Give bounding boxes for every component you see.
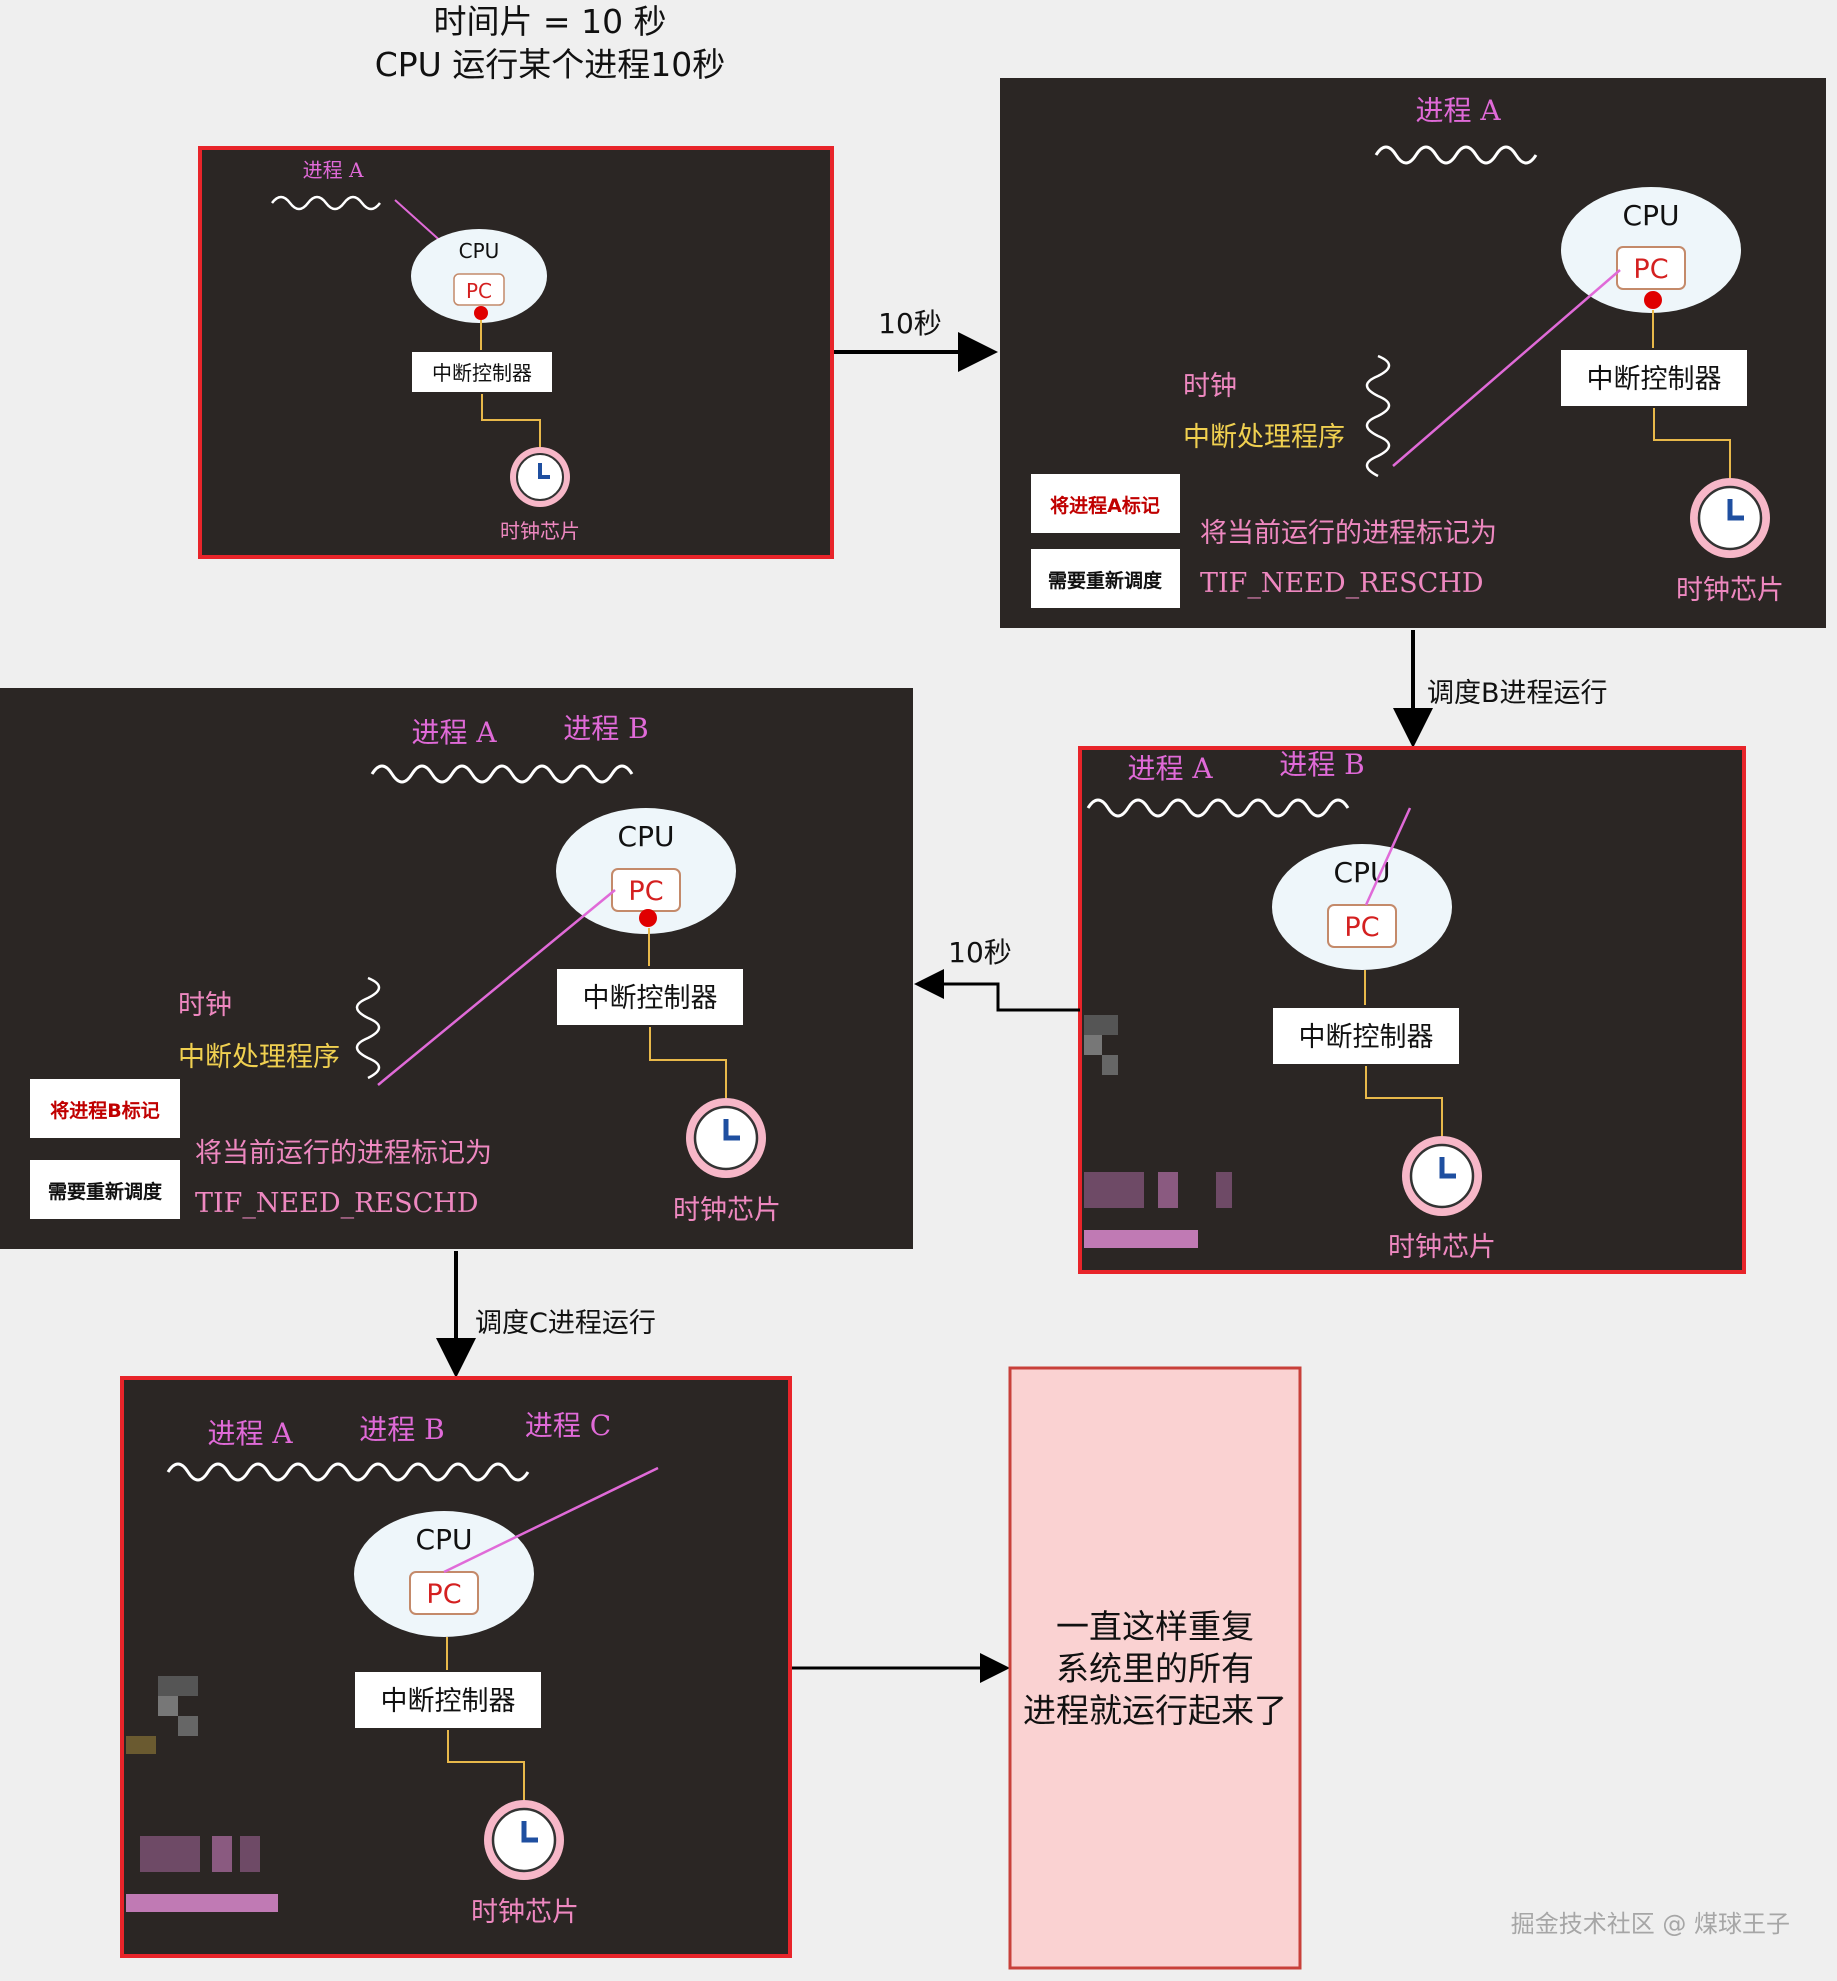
tag-need-resched-label: 需要重新调度 bbox=[1048, 569, 1163, 592]
arrow-10s-2: 10秒 bbox=[914, 936, 1080, 1012]
tag-need-resched bbox=[30, 1160, 180, 1219]
process-a-label: 进程 A bbox=[411, 716, 497, 749]
clock-icon bbox=[484, 1800, 564, 1880]
wire bbox=[447, 1730, 525, 1800]
pc-dot bbox=[1644, 291, 1662, 309]
watermark: 掘金技术社区 @ 煤球王子 bbox=[1511, 1910, 1790, 1938]
clock-chip-label: 时钟芯片 bbox=[1388, 1232, 1496, 1263]
process-b-label: 进程 B bbox=[359, 1413, 444, 1446]
pc-label: PC bbox=[426, 1579, 461, 1610]
desc-line2: TIF_NEED_RESCHD bbox=[1200, 568, 1484, 599]
irq-controller-label: 中断控制器 bbox=[381, 1686, 516, 1717]
panel-5: 进程 A 进程 B 进程 C CPU PC 中断控制器 时钟芯片 bbox=[120, 1376, 792, 1958]
wire bbox=[1365, 1066, 1443, 1136]
irq-controller-box bbox=[557, 969, 743, 1025]
title-line-2: CPU 运行某个进程10秒 bbox=[375, 45, 726, 84]
irq-controller-label: 中断控制器 bbox=[432, 361, 532, 385]
pc-label: PC bbox=[466, 279, 492, 303]
irq-controller-label: 中断控制器 bbox=[583, 983, 718, 1014]
handler-label-line2: 中断处理程序 bbox=[1183, 422, 1345, 453]
cpu-label: CPU bbox=[618, 820, 675, 853]
pc-pointer-line bbox=[1364, 807, 1412, 906]
arrow-label-schedule-c: 调度C进程运行 bbox=[475, 1308, 656, 1339]
desc-line1: 将当前运行的进程标记为 bbox=[1200, 518, 1497, 549]
tag-mark-b bbox=[30, 1079, 180, 1138]
handler-label-line1: 时钟 bbox=[1183, 371, 1237, 402]
process-wave bbox=[370, 764, 634, 784]
pc-dot bbox=[474, 306, 488, 320]
pc-label: PC bbox=[1633, 254, 1668, 285]
process-b-label: 进程 B bbox=[1279, 748, 1364, 781]
conclusion-line1: 一直这样重复 bbox=[1056, 1607, 1254, 1646]
conclusion-line3: 进程就运行起来了 bbox=[1023, 1691, 1287, 1730]
clock-chip-label: 时钟芯片 bbox=[673, 1195, 781, 1226]
conclusion-box: 一直这样重复 系统里的所有 进程就运行起来了 bbox=[1008, 1366, 1302, 1970]
tag-mark-a bbox=[1031, 474, 1180, 533]
arrow-schedule-c: 调度C进程运行 bbox=[436, 1251, 656, 1378]
clock-icon bbox=[1690, 478, 1770, 558]
interrupt-wave bbox=[355, 976, 381, 1080]
irq-controller-label: 中断控制器 bbox=[1299, 1022, 1434, 1053]
pc-pointer-line bbox=[1392, 269, 1621, 467]
irq-controller-box bbox=[355, 1672, 541, 1728]
wire bbox=[1653, 408, 1731, 478]
process-wave bbox=[1086, 798, 1350, 818]
handler-label-line1: 时钟 bbox=[178, 990, 232, 1021]
wire bbox=[481, 394, 541, 448]
wire bbox=[649, 1027, 727, 1098]
pc-label: PC bbox=[628, 876, 663, 907]
pc-box bbox=[453, 273, 505, 306]
process-a-wave bbox=[271, 195, 381, 211]
process-a-label: 进程 A bbox=[303, 158, 364, 182]
clock-icon bbox=[686, 1098, 766, 1178]
title-line-1: 时间片 = 10 秒 bbox=[433, 2, 666, 41]
pc-label: PC bbox=[1344, 912, 1379, 943]
pc-box bbox=[1616, 246, 1686, 290]
arrow-label-schedule-b: 调度B进程运行 bbox=[1427, 678, 1608, 709]
cpu-label: CPU bbox=[1623, 199, 1680, 232]
clock-icon bbox=[1402, 1136, 1482, 1216]
irq-controller-box bbox=[1273, 1008, 1459, 1064]
clock-chip-label: 时钟芯片 bbox=[471, 1897, 579, 1928]
process-wave bbox=[166, 1462, 530, 1482]
cpu-label: CPU bbox=[459, 239, 500, 263]
process-a-label: 进程 A bbox=[1415, 94, 1501, 127]
pc-pointer-line bbox=[443, 1466, 659, 1574]
panel-4: 进程 A 进程 B CPU PC 中断控制器 时钟芯片 时钟 中断处理程序 将进… bbox=[0, 688, 913, 1249]
process-a-wave bbox=[1374, 145, 1538, 165]
arrow-label-10s-1: 10秒 bbox=[878, 307, 942, 340]
process-c-label: 进程 C bbox=[525, 1409, 611, 1442]
tag-mark-a-label: 将进程A标记 bbox=[1050, 494, 1160, 517]
tag-need-resched-label: 需要重新调度 bbox=[48, 1180, 163, 1203]
panel-1: 进程 A CPU PC 中断控制器 时钟芯片 bbox=[198, 146, 834, 559]
clock-chip-label: 时钟芯片 bbox=[1676, 575, 1784, 606]
desc-line2: TIF_NEED_RESCHD bbox=[195, 1188, 479, 1219]
tag-need-resched bbox=[1031, 549, 1180, 608]
cpu-label: CPU bbox=[416, 1523, 473, 1556]
conclusion-line2: 系统里的所有 bbox=[1056, 1649, 1254, 1688]
pixelated-artifact bbox=[1084, 1015, 1232, 1248]
irq-controller-label: 中断控制器 bbox=[1587, 364, 1722, 395]
pc-pointer-line bbox=[377, 889, 616, 1086]
tag-mark-b-label: 将进程B标记 bbox=[50, 1099, 159, 1122]
handler-label-line2: 中断处理程序 bbox=[178, 1042, 340, 1073]
arrow-label-10s-2: 10秒 bbox=[948, 936, 1012, 969]
process-b-label: 进程 B bbox=[563, 712, 648, 745]
panel-2: 进程 A CPU PC 中断控制器 时钟芯片 时钟 中断处理程序 将进程A标记 … bbox=[1000, 78, 1826, 628]
pc-dot bbox=[639, 909, 657, 927]
desc-line1: 将当前运行的进程标记为 bbox=[195, 1138, 492, 1169]
panel-3: 进程 A 进程 B CPU PC 中断控制器 时钟芯片 bbox=[1078, 746, 1746, 1274]
clock-icon bbox=[510, 447, 570, 507]
arrow-10s-1: 10秒 bbox=[834, 307, 998, 372]
interrupt-wave bbox=[1365, 354, 1391, 478]
process-a-label: 进程 A bbox=[207, 1417, 293, 1450]
pc-box bbox=[1327, 904, 1397, 948]
pixelated-artifact bbox=[126, 1676, 278, 1912]
arrow-schedule-b: 调度B进程运行 bbox=[1393, 630, 1608, 748]
irq-controller-box bbox=[412, 352, 552, 392]
irq-controller-box bbox=[1561, 350, 1747, 406]
clock-chip-label: 时钟芯片 bbox=[500, 519, 580, 543]
process-a-label: 进程 A bbox=[1127, 752, 1213, 785]
